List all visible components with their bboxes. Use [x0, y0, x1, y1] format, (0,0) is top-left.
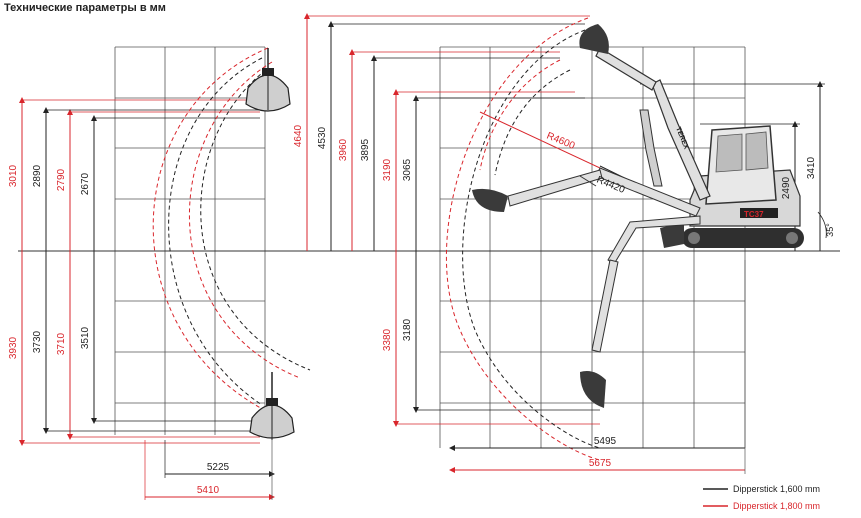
right-reach-dims: [449, 260, 746, 474]
machine-height-2490: 2490: [781, 176, 792, 199]
left-reach-black: 5225: [207, 462, 230, 473]
right-up-black-2: 3895: [360, 138, 371, 161]
right-up-red-1: 4640: [293, 124, 304, 147]
clamshell-bucket-upper: [245, 48, 291, 112]
right-dim-lines: [304, 13, 825, 427]
left-grid: [18, 46, 315, 435]
bucket-raised: [579, 24, 609, 54]
legend-red-label: Dipperstick 1,800 mm: [733, 501, 820, 511]
left-up-red-1: 3010: [8, 164, 19, 187]
page-title: Технические параметры в мм: [4, 2, 166, 14]
left-up-black-1: 2890: [32, 164, 43, 187]
right-up-black-3: 3065: [402, 158, 413, 181]
left-down-black-2: 3510: [80, 326, 91, 349]
radius-red-label: R4600: [545, 131, 577, 152]
stick-lowered: [591, 259, 619, 353]
stick-horizontal: [507, 169, 603, 207]
left-up-red-2: 2790: [56, 168, 67, 191]
right-up-red-2: 3960: [338, 138, 349, 161]
legend: Dipperstick 1,600 mm Dipperstick 1,800 m…: [703, 484, 820, 511]
right-reach-arcs: [445, 17, 601, 461]
right-reach-red: 5675: [589, 458, 612, 469]
left-up-black-2: 2670: [80, 172, 91, 195]
right-down-black: 3180: [402, 318, 413, 341]
bucket-horizontal: [472, 188, 508, 212]
left-diagram: 3010 2890 2790 2670 3930 3730 3710 3510 …: [8, 46, 315, 500]
excavator-track: [682, 228, 804, 248]
stick-raised: [595, 47, 657, 91]
left-reach-arcs: [152, 47, 311, 413]
left-down-red-1: 3930: [8, 336, 19, 359]
clamshell-bucket-lower: [249, 372, 295, 440]
bucket-lowered: [580, 371, 606, 408]
excavator: TC37 TEREX: [472, 24, 804, 408]
boom-raised: [651, 79, 711, 201]
model-label: TC37: [744, 210, 764, 219]
right-down-red: 3380: [382, 328, 393, 351]
left-down-black-1: 3730: [32, 330, 43, 353]
angle-label: 35°: [825, 223, 835, 237]
right-reach-black: 5495: [594, 436, 617, 447]
right-diagram: TC37 TEREX 4640 4530 3960 38: [293, 13, 840, 474]
right-up-black-1: 4530: [317, 126, 328, 149]
right-grid: [310, 46, 840, 448]
left-down-red-2: 3710: [56, 332, 67, 355]
dozer-blade: [660, 222, 684, 248]
left-dim-lines: [19, 97, 260, 446]
angle-arc: [817, 211, 827, 239]
left-labels: 3010 2890 2790 2670 3930 3730 3710 3510 …: [8, 164, 230, 496]
legend-black-label: Dipperstick 1,600 mm: [733, 484, 820, 494]
left-reach-red: 5410: [197, 485, 220, 496]
machine-height-3410: 3410: [806, 156, 817, 179]
boom-horizontal: [595, 167, 701, 217]
right-up-red-3: 3190: [382, 158, 393, 181]
